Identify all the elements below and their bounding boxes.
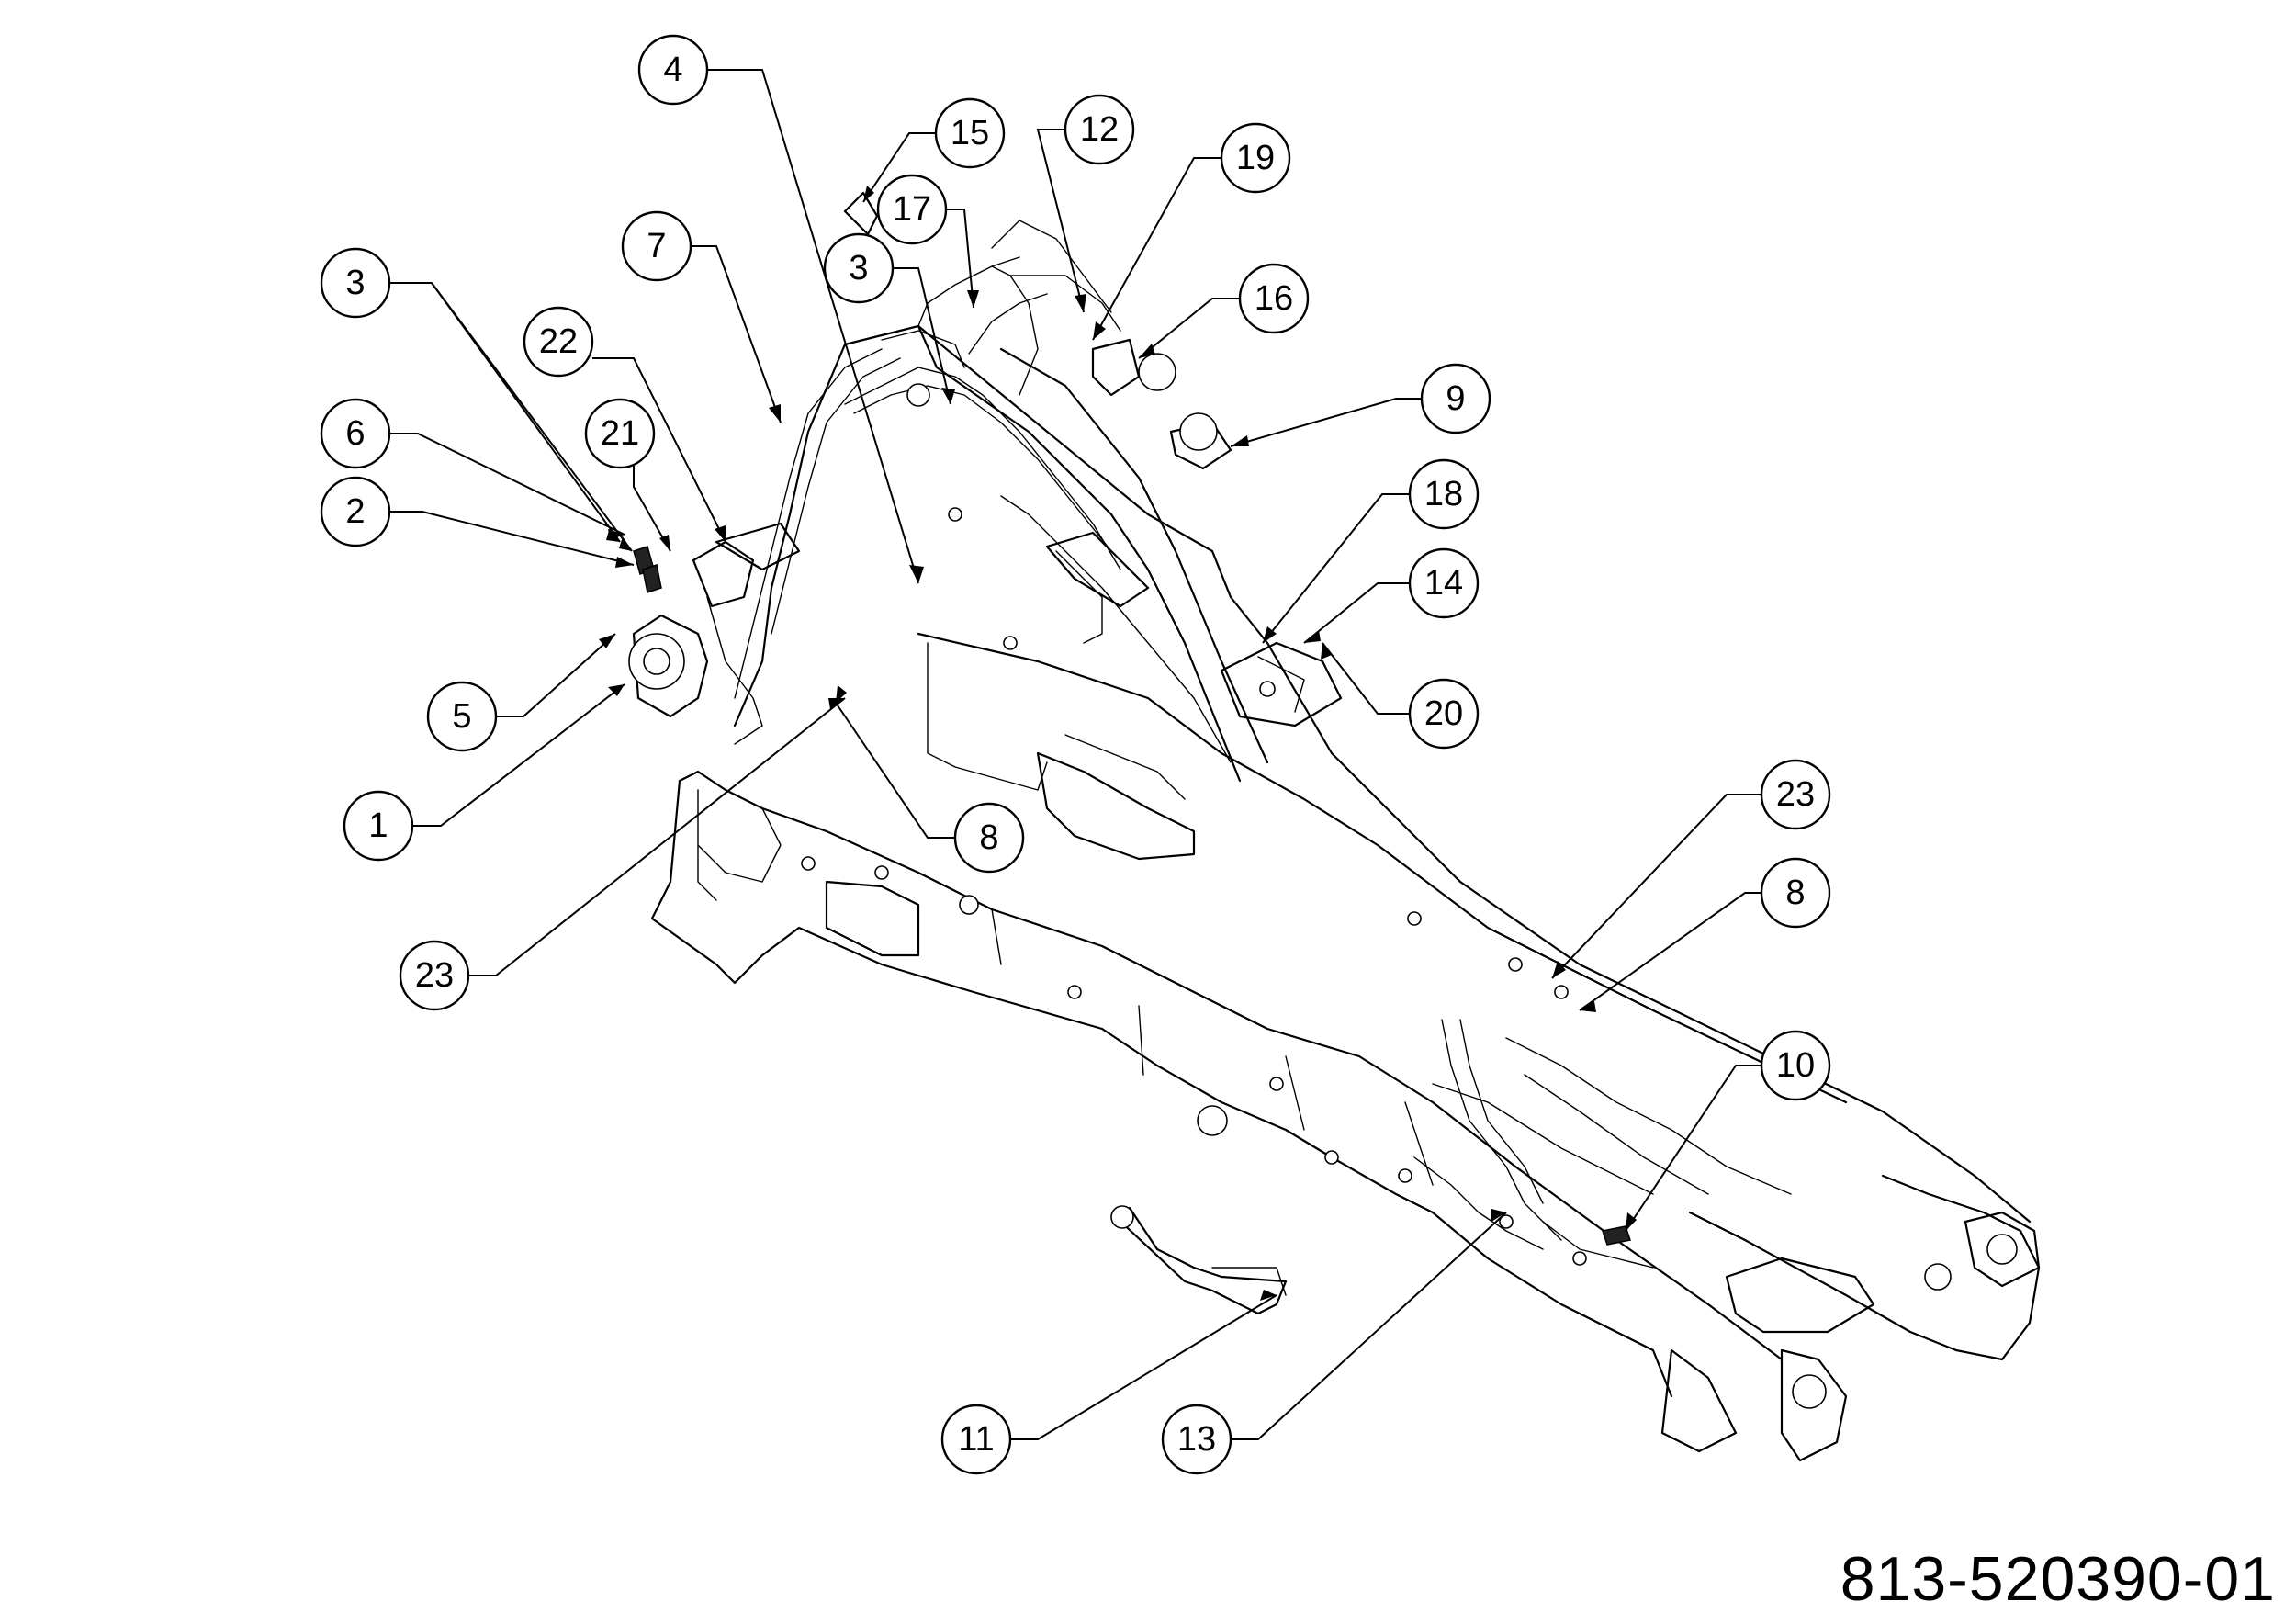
svg-text:15: 15 [951, 114, 989, 152]
svg-text:6: 6 [345, 414, 365, 453]
callout-23b: 23 [399, 940, 470, 1011]
svg-text:17: 17 [893, 190, 931, 229]
svg-text:23: 23 [415, 956, 454, 995]
callout-10: 10 [1760, 1030, 1831, 1101]
callout-19: 19 [1220, 122, 1291, 194]
svg-text:10: 10 [1776, 1046, 1815, 1085]
svg-text:5: 5 [452, 697, 471, 736]
callout-22: 22 [523, 306, 594, 378]
svg-text:8: 8 [1785, 874, 1805, 912]
callout-7: 7 [621, 210, 692, 282]
svg-text:14: 14 [1424, 564, 1463, 603]
callouts: 1 2 3 3 4 5 6 7 [320, 34, 1831, 1475]
callout-21: 21 [584, 398, 656, 469]
callout-18: 18 [1408, 458, 1480, 530]
svg-text:16: 16 [1255, 279, 1293, 318]
callout-23a: 23 [1760, 759, 1831, 830]
svg-text:19: 19 [1236, 139, 1275, 177]
callout-1: 1 [343, 790, 414, 862]
frame-drawing [628, 191, 2041, 1462]
callout-9: 9 [1420, 363, 1491, 434]
svg-text:11: 11 [958, 1420, 994, 1459]
svg-text:1: 1 [368, 806, 388, 845]
callout-3a: 3 [320, 247, 391, 319]
callout-2: 2 [320, 476, 391, 547]
svg-text:21: 21 [601, 414, 639, 453]
svg-text:8: 8 [979, 818, 998, 857]
svg-text:3: 3 [345, 264, 365, 302]
document-number: 813-520390-01 [1840, 1544, 2276, 1614]
callout-17: 17 [876, 174, 948, 245]
svg-text:9: 9 [1446, 379, 1465, 418]
callout-3b: 3 [823, 232, 895, 304]
svg-text:7: 7 [647, 227, 666, 265]
svg-text:20: 20 [1424, 694, 1463, 733]
callout-6: 6 [320, 398, 391, 469]
callout-8b: 8 [1760, 857, 1831, 929]
svg-text:18: 18 [1424, 475, 1463, 513]
callout-8a: 8 [953, 802, 1025, 874]
svg-text:13: 13 [1177, 1420, 1216, 1459]
callout-12: 12 [1064, 94, 1135, 165]
callout-16: 16 [1238, 263, 1310, 334]
svg-text:22: 22 [539, 322, 578, 361]
svg-text:12: 12 [1080, 110, 1119, 149]
callout-4: 4 [637, 34, 709, 106]
callout-11: 11 [940, 1404, 1012, 1475]
callout-5: 5 [426, 681, 498, 752]
leader-lines [389, 69, 1761, 1440]
svg-text:3: 3 [849, 249, 868, 288]
callout-15: 15 [934, 97, 1006, 169]
svg-text:23: 23 [1776, 775, 1815, 814]
callout-13: 13 [1161, 1404, 1232, 1475]
svg-text:4: 4 [663, 51, 682, 89]
callout-14: 14 [1408, 547, 1480, 619]
callout-20: 20 [1408, 678, 1480, 750]
svg-text:2: 2 [345, 492, 365, 531]
